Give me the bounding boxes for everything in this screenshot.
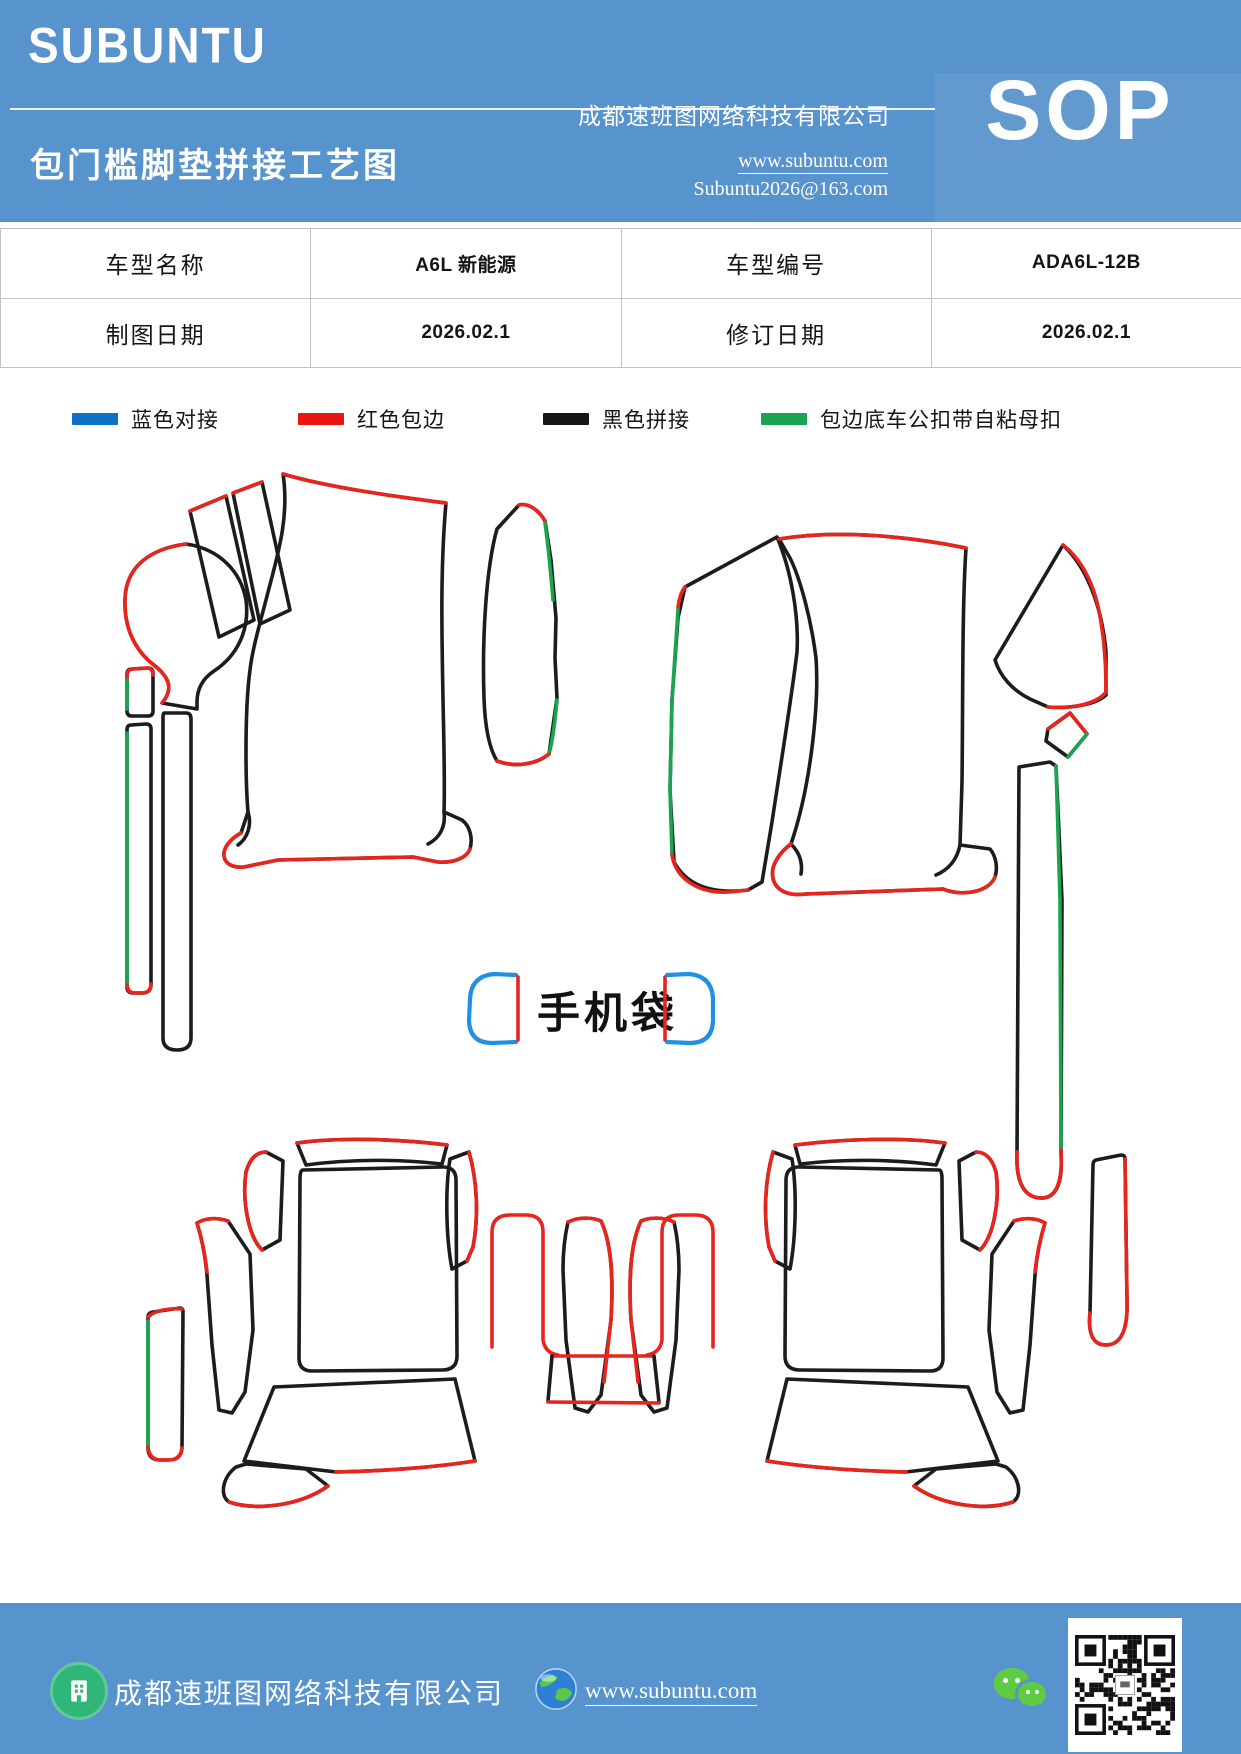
legend-label: 蓝色对接 bbox=[131, 408, 219, 432]
table-cell-model-code-value: ADA6L-12B bbox=[931, 229, 1241, 299]
footer bbox=[0, 1603, 1241, 1754]
header-email: Subuntu2026@163.com bbox=[693, 178, 888, 200]
legend-item-blue-butt-joint: 蓝色对接 bbox=[72, 402, 219, 436]
sop-label: SOP bbox=[985, 63, 1175, 157]
footer-website-link-wrap: www.subuntu.com bbox=[585, 1678, 758, 1706]
table-cell-model-name-label: 车型名称 bbox=[1, 229, 312, 299]
header: SUBUNTU 包门槛脚垫拼接工艺图 成都速班图网络科技有限公司 www.sub… bbox=[0, 0, 1241, 222]
qr-code-pattern bbox=[1075, 1635, 1175, 1735]
front-right-mat-group bbox=[668, 532, 1108, 1200]
table-cell-draw-date-value: 2026.02.1 bbox=[311, 298, 622, 368]
legend-label: 黑色拼接 bbox=[602, 408, 690, 432]
sop-panel bbox=[935, 73, 1241, 222]
center-connector-group bbox=[490, 1213, 715, 1405]
qr-code bbox=[1068, 1618, 1182, 1752]
red-swatch-icon bbox=[298, 413, 344, 425]
footer-website-link[interactable]: www.subuntu.com bbox=[585, 1678, 758, 1706]
rear-left-mat-group bbox=[146, 1137, 614, 1509]
info-table: 车型名称 A6L 新能源 车型编号 ADA6L-12B 制图日期 2026.02… bbox=[0, 228, 1241, 368]
legend-item-black-splicing: 黑色拼接 bbox=[543, 402, 690, 436]
phone-bag-label: 手机袋 bbox=[537, 990, 678, 1038]
building-icon bbox=[50, 1662, 108, 1720]
legend-item-green-snap-fastener: 包边底车公扣带自粘母扣 bbox=[761, 402, 1062, 436]
mat-splicing-diagram: 手机袋 bbox=[123, 472, 1129, 1509]
phone-bag-right-shape bbox=[664, 971, 716, 1046]
blue-swatch-icon bbox=[72, 413, 118, 425]
footer-company-name: 成都速班图网络科技有限公司 bbox=[114, 1679, 505, 1710]
table-cell-model-code-label: 车型编号 bbox=[621, 229, 932, 299]
page-title: 包门槛脚垫拼接工艺图 bbox=[30, 147, 400, 185]
phone-bag-group: 手机袋 bbox=[466, 971, 716, 1046]
globe-icon bbox=[533, 1666, 579, 1712]
table-cell-revise-date-label: 修订日期 bbox=[621, 298, 932, 368]
rear-right-mat-group bbox=[628, 1137, 1129, 1509]
phone-bag-left-shape bbox=[466, 971, 519, 1046]
header-website-link-wrap: www.subuntu.com bbox=[480, 150, 888, 174]
header-website-link[interactable]: www.subuntu.com bbox=[738, 150, 888, 174]
legend: 蓝色对接 红色包边 黑色拼接 包边底车公扣带自粘母扣 bbox=[0, 402, 1241, 436]
subuntu-logo: SUBUNTU bbox=[28, 16, 267, 74]
wechat-icon bbox=[994, 1665, 1050, 1721]
legend-label: 红色包边 bbox=[357, 408, 445, 432]
table-cell-revise-date-value: 2026.02.1 bbox=[931, 298, 1241, 368]
table-cell-model-name-value: A6L 新能源 bbox=[311, 229, 622, 299]
header-company-name: 成都速班图网络科技有限公司 bbox=[578, 104, 890, 129]
legend-item-red-edging: 红色包边 bbox=[298, 402, 445, 436]
black-swatch-icon bbox=[543, 413, 589, 425]
header-divider bbox=[10, 108, 935, 110]
green-swatch-icon bbox=[761, 413, 807, 425]
front-left-mat-group bbox=[123, 472, 559, 1052]
table-cell-draw-date-label: 制图日期 bbox=[1, 298, 312, 368]
legend-label: 包边底车公扣带自粘母扣 bbox=[820, 408, 1062, 432]
